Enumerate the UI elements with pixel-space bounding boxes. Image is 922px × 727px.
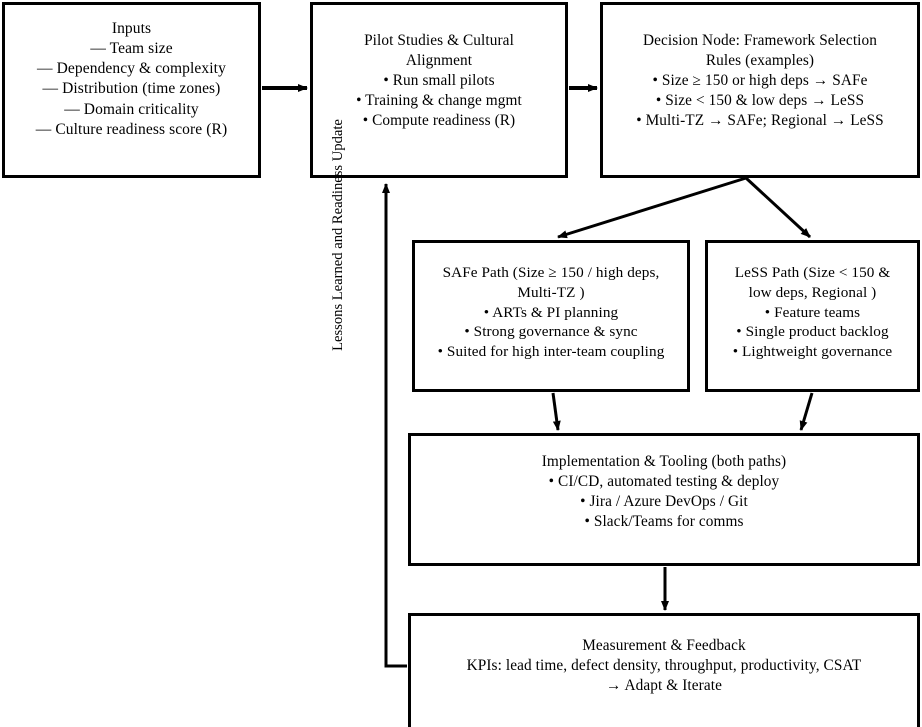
node-measurement-feedback-text: Measurement & Feedback KPIs: lead time, … <box>411 636 917 696</box>
node-safe-line-0: SAFe Path (Size ≥ 150 / high deps, <box>442 264 660 281</box>
node-safe-line-1: Multi-TZ ) <box>517 283 585 301</box>
node-safe-path[interactable]: SAFe Path (Size ≥ 150 / high deps, Multi… <box>412 240 690 392</box>
node-less-line-0: LeSS Path (Size < 150 & <box>734 264 891 281</box>
node-inputs-line-3: — Distribution (time zones) <box>42 80 221 98</box>
node-pilot-line-4: • Compute readiness (R) <box>362 111 516 129</box>
node-pilot-line-2: • Run small pilots <box>383 71 495 89</box>
node-inputs-line-1: — Team size <box>90 40 173 58</box>
node-impl-line-1: • CI/CD, automated testing & deploy <box>548 472 780 490</box>
node-pilot-studies-text: Pilot Studies & Cultural Alignment • Run… <box>313 31 565 130</box>
node-inputs-line-5: — Culture readiness score (R) <box>35 120 228 138</box>
node-less-line-2: • Feature teams <box>764 303 861 321</box>
node-safe-path-text: SAFe Path (Size ≥ 150 / high deps, Multi… <box>415 263 687 362</box>
node-decision-line-2: • Size ≥ 150 or high deps → SAFe <box>652 71 868 89</box>
node-less-path-text: LeSS Path (Size < 150 & low deps, Region… <box>708 263 917 362</box>
edge-decision-to-safe <box>557 176 747 239</box>
node-pilot-studies[interactable]: Pilot Studies & Cultural Alignment • Run… <box>310 2 568 178</box>
node-safe-line-2: • ARTs & PI planning <box>483 303 619 321</box>
edge-decision-to-less <box>744 176 812 239</box>
node-impl-line-2: • Jira / Azure DevOps / Git <box>580 492 748 510</box>
node-less-path[interactable]: LeSS Path (Size < 150 & low deps, Region… <box>705 240 920 392</box>
node-measurement-feedback[interactable]: Measurement & Feedback KPIs: lead time, … <box>408 613 920 727</box>
node-inputs-line-2: — Dependency & complexity <box>37 60 226 78</box>
node-decision-line-1: Rules (examples) <box>705 51 815 69</box>
node-decision[interactable]: Decision Node: Framework Selection Rules… <box>600 2 920 178</box>
node-less-line-3: • Single product backlog <box>736 323 889 341</box>
feedback-loop-label: Lessons Learned and Readiness Update <box>330 119 346 351</box>
node-safe-line-4: • Suited for high inter-team coupling <box>437 343 665 360</box>
node-decision-line-0: Decision Node: Framework Selection <box>642 32 878 49</box>
node-less-line-4: • Lightweight governance <box>732 343 893 360</box>
node-safe-line-3: • Strong governance & sync <box>464 323 638 341</box>
node-inputs-line-0: Inputs <box>111 20 152 37</box>
node-pilot-line-1: Alignment <box>405 51 473 69</box>
edge-feedback-loop <box>382 183 407 668</box>
node-impl-line-0: Implementation & Tooling (both paths) <box>541 453 787 470</box>
node-implementation-tooling[interactable]: Implementation & Tooling (both paths) • … <box>408 433 920 566</box>
node-less-line-1: low deps, Regional ) <box>748 283 877 301</box>
node-measure-line-2: → Adapt & Iterate <box>606 676 722 694</box>
edge-safe-to-implementation <box>551 392 561 431</box>
node-decision-line-3: • Size < 150 & low deps → LeSS <box>655 91 865 109</box>
node-pilot-line-3: • Training & change mgmt <box>356 91 522 109</box>
node-pilot-line-0: Pilot Studies & Cultural <box>364 32 514 49</box>
node-impl-line-3: • Slack/Teams for comms <box>584 512 744 530</box>
node-measure-line-0: Measurement & Feedback <box>582 637 746 654</box>
edge-less-to-implementation <box>799 392 814 431</box>
node-decision-text: Decision Node: Framework Selection Rules… <box>603 31 917 130</box>
node-inputs[interactable]: Inputs — Team size — Dependency & comple… <box>2 2 261 178</box>
node-implementation-tooling-text: Implementation & Tooling (both paths) • … <box>411 452 917 532</box>
node-measure-line-1: KPIs: lead time, defect density, through… <box>466 656 862 674</box>
node-decision-line-4: • Multi-TZ → SAFe; Regional → LeSS <box>636 111 884 129</box>
node-inputs-line-4: — Domain criticality <box>64 100 199 118</box>
node-inputs-text: Inputs — Team size — Dependency & comple… <box>5 19 258 140</box>
